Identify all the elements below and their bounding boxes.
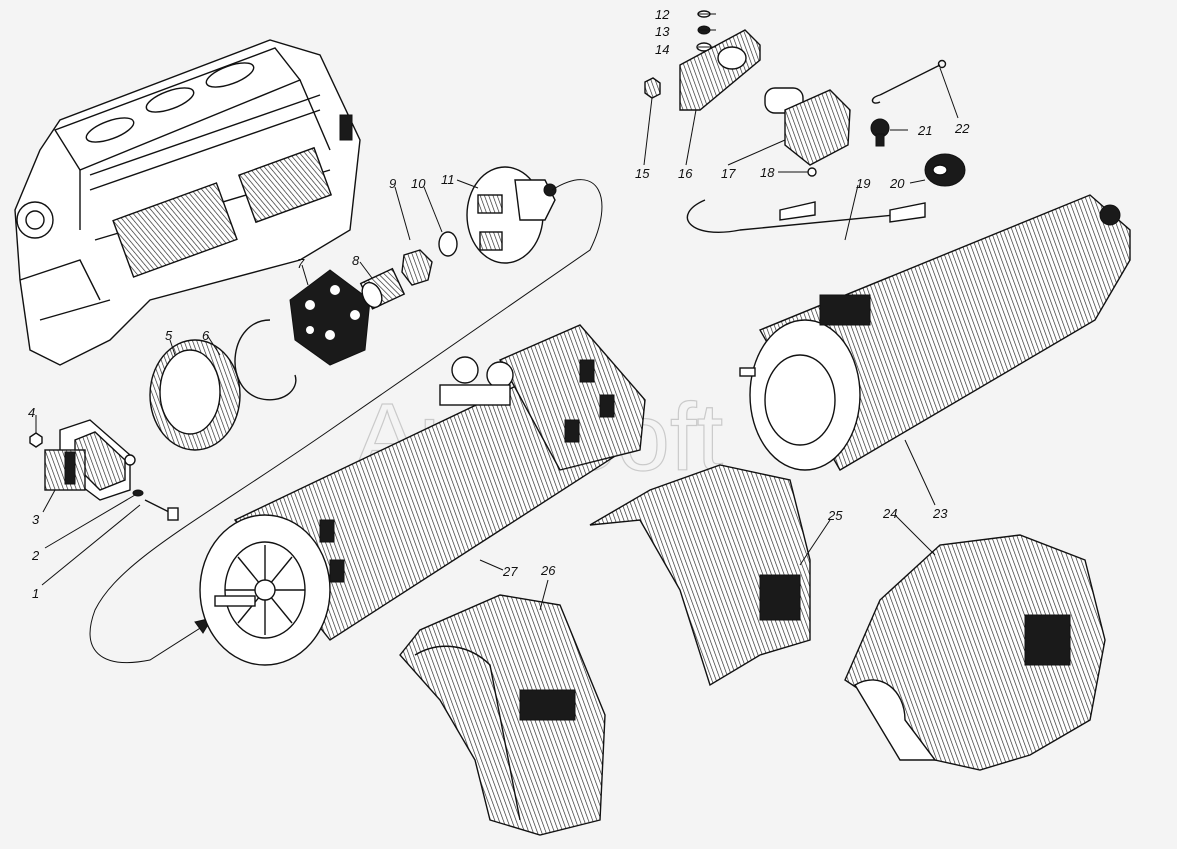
callout-27: 27 xyxy=(502,564,518,579)
part-screw-18 xyxy=(807,167,817,177)
callout-26: 26 xyxy=(540,563,556,578)
callout-18: 18 xyxy=(760,165,775,180)
callout-5: 5 xyxy=(165,328,173,343)
part-rod xyxy=(871,59,947,104)
callout-6: 6 xyxy=(202,328,210,343)
callout-19: 19 xyxy=(856,176,870,191)
callout-12: 12 xyxy=(655,7,670,22)
callout-3: 3 xyxy=(32,512,40,527)
callout-9: 9 xyxy=(389,176,396,191)
part-starter-motor xyxy=(739,194,1131,471)
callout-11: 11 xyxy=(441,172,455,187)
part-sleeve xyxy=(359,267,406,310)
leader-lines xyxy=(35,13,959,611)
callout-2: 2 xyxy=(31,548,40,563)
callout-16: 16 xyxy=(678,166,693,181)
part-coupling-half xyxy=(289,269,371,366)
part-washer xyxy=(438,231,458,257)
part-bracket xyxy=(679,29,761,111)
part-nut xyxy=(401,249,433,286)
part-drive-flange xyxy=(466,166,557,264)
callout-22: 22 xyxy=(954,121,970,136)
callout-23: 23 xyxy=(932,506,948,521)
callout-20: 20 xyxy=(889,176,905,191)
callout-labels: 1 2 3 4 5 6 7 8 9 10 11 12 13 14 15 16 1… xyxy=(28,7,970,601)
callout-8: 8 xyxy=(352,253,360,268)
part-cable xyxy=(686,199,926,233)
callout-4: 4 xyxy=(28,405,35,420)
callout-10: 10 xyxy=(411,176,426,191)
callout-7: 7 xyxy=(297,256,305,271)
part-generator-assembly xyxy=(199,324,646,666)
part-cover-small xyxy=(399,594,606,836)
part-lock-washer xyxy=(132,489,144,497)
part-cover-plate xyxy=(44,419,136,501)
callout-13: 13 xyxy=(655,24,670,39)
part-connector xyxy=(870,118,890,147)
part-retaining-ring xyxy=(149,339,241,451)
callout-21: 21 xyxy=(917,123,932,138)
part-cover-large xyxy=(844,534,1106,771)
callout-24: 24 xyxy=(882,506,897,521)
callout-17: 17 xyxy=(721,166,736,181)
callout-1: 1 xyxy=(32,586,39,601)
part-bolt xyxy=(144,499,179,521)
callout-15: 15 xyxy=(635,166,650,181)
part-nut-15 xyxy=(644,77,661,99)
part-snap-ring xyxy=(234,319,297,401)
part-terminal-cap xyxy=(924,153,966,187)
engine-block xyxy=(14,39,361,366)
part-cover-medium xyxy=(589,464,811,687)
part-relay xyxy=(764,87,851,166)
part-nut-small xyxy=(29,432,43,448)
callout-14: 14 xyxy=(655,42,669,57)
callout-25: 25 xyxy=(827,508,843,523)
